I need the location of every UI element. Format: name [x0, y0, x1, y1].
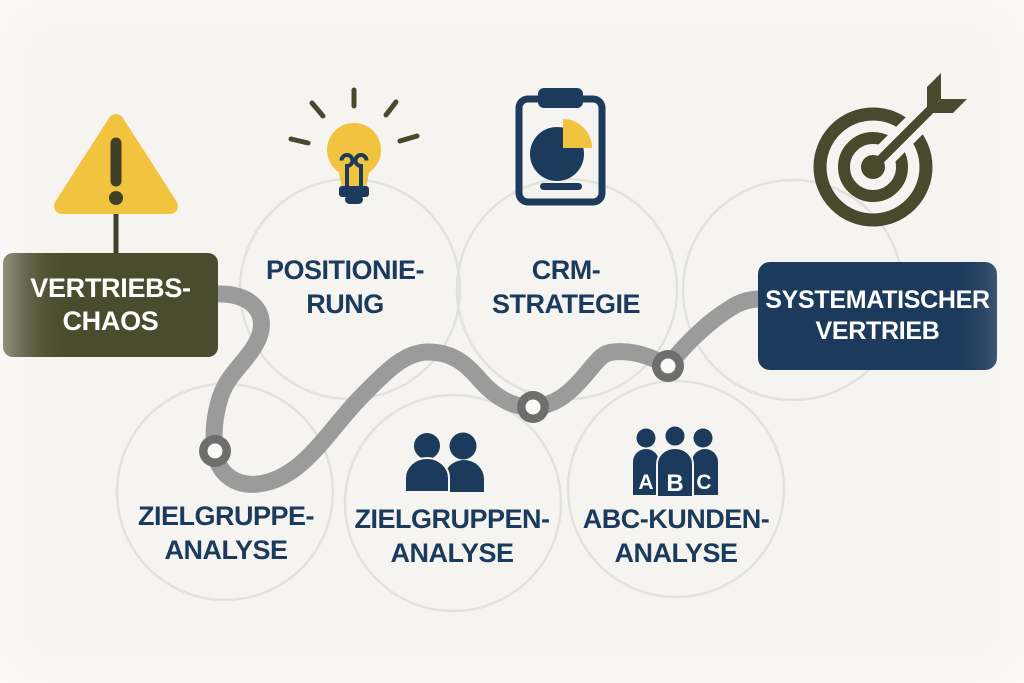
abc-letter-b: B: [666, 470, 683, 497]
arrow-shaft: [868, 101, 939, 172]
lightbulb-icon: [288, 87, 420, 204]
step-label-crm-strategie: CRM- STRATEGIE: [491, 255, 641, 319]
systematischer-vertrieb-label-line1: SYSTEMATISCHER: [765, 286, 990, 314]
arrow-fletching: [927, 99, 967, 113]
lightbulb-rays: [288, 87, 420, 146]
target-arrow-icon: [813, 73, 967, 227]
abc-customers-icon: A B C: [633, 424, 718, 498]
circle-zielgruppen: [343, 393, 563, 613]
two-people-icon: [404, 431, 484, 493]
systematischer-vertrieb-label-line2: VERTRIEB: [815, 317, 940, 345]
step-label-zielgruppe-analyse: ZIELGRUPPE- ANALYSE: [137, 501, 315, 565]
path-nodes: [199, 350, 684, 467]
path-node-3: [652, 350, 684, 382]
pie-slice: [563, 119, 592, 148]
step-label-abc-kunden-analyse: ABC-KUNDEN- ANALYSE: [582, 504, 770, 568]
clipboard-pie-chart-icon: [515, 88, 606, 206]
warning-triangle-icon: [54, 114, 178, 258]
abc-letter-c: C: [696, 471, 711, 494]
path-node-1: [199, 435, 231, 467]
circle-zielgruppe: [115, 382, 335, 602]
systematischer-vertrieb-box: SYSTEMATISCHER VERTRIEB: [758, 262, 997, 370]
lightbulb-filament: [339, 153, 369, 186]
step-label-positionierung: POSITIONIE- RUNG: [265, 255, 425, 319]
path-node-2: [517, 391, 549, 423]
vertriebschaos-label-line2: CHAOS: [62, 306, 159, 336]
vertriebschaos-box: VERTRIEBS- CHAOS: [3, 253, 218, 357]
abc-letter-a: A: [638, 471, 653, 494]
vertriebschaos-label-line1: VERTRIEBS-: [30, 273, 191, 303]
step-label-zielgruppen-analyse: ZIELGRUPPEN- ANALYSE: [354, 504, 550, 568]
circle-abc: [566, 379, 786, 599]
exclamation-dot: [109, 191, 123, 205]
arrow-fletching: [927, 73, 941, 113]
